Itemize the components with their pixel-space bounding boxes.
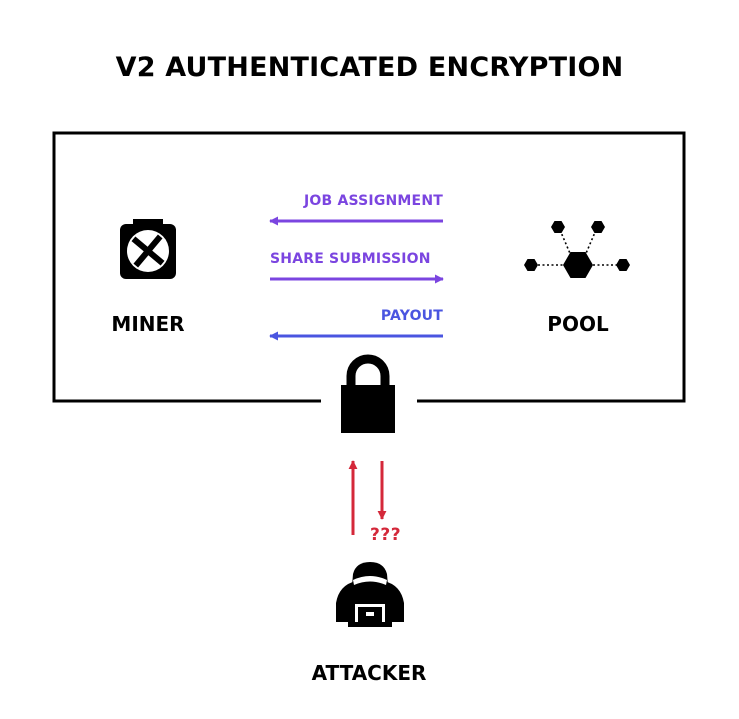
share-submission-label: SHARE SUBMISSION bbox=[270, 251, 431, 267]
miner-asic-icon bbox=[120, 219, 176, 279]
job-assignment-label: JOB ASSIGNMENT bbox=[303, 193, 443, 209]
attacker-label: ATTACKER bbox=[311, 661, 427, 685]
secure-channel-box bbox=[52, 131, 686, 403]
lock-icon bbox=[341, 354, 395, 433]
pool-network-icon bbox=[524, 221, 630, 278]
diagram-title: V2 AUTHENTICATED ENCRYPTION bbox=[115, 52, 624, 83]
payout-label: PAYOUT bbox=[380, 308, 443, 324]
pool-label: POOL bbox=[547, 312, 609, 336]
unknown-label: ??? bbox=[370, 525, 402, 545]
miner-label: MINER bbox=[111, 312, 185, 336]
hacker-icon bbox=[336, 562, 404, 627]
